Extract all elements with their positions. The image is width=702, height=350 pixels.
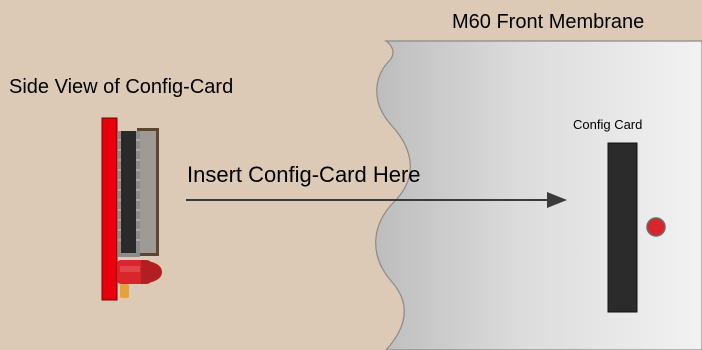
- card-connector: [121, 131, 136, 253]
- membrane-title: M60 Front Membrane: [452, 11, 645, 33]
- led-lead: [120, 284, 129, 298]
- membrane-panel: [375, 40, 702, 350]
- config-card-side-view: [101, 117, 162, 301]
- card-slot-label: Config Card: [573, 117, 643, 132]
- config-card-slot: [607, 142, 638, 313]
- status-led-indicator: [646, 217, 666, 237]
- side-view-title: Side View of Config-Card: [9, 76, 234, 98]
- insert-instruction-label: Insert Config-Card Here: [187, 162, 421, 187]
- card-pcb: [101, 117, 118, 301]
